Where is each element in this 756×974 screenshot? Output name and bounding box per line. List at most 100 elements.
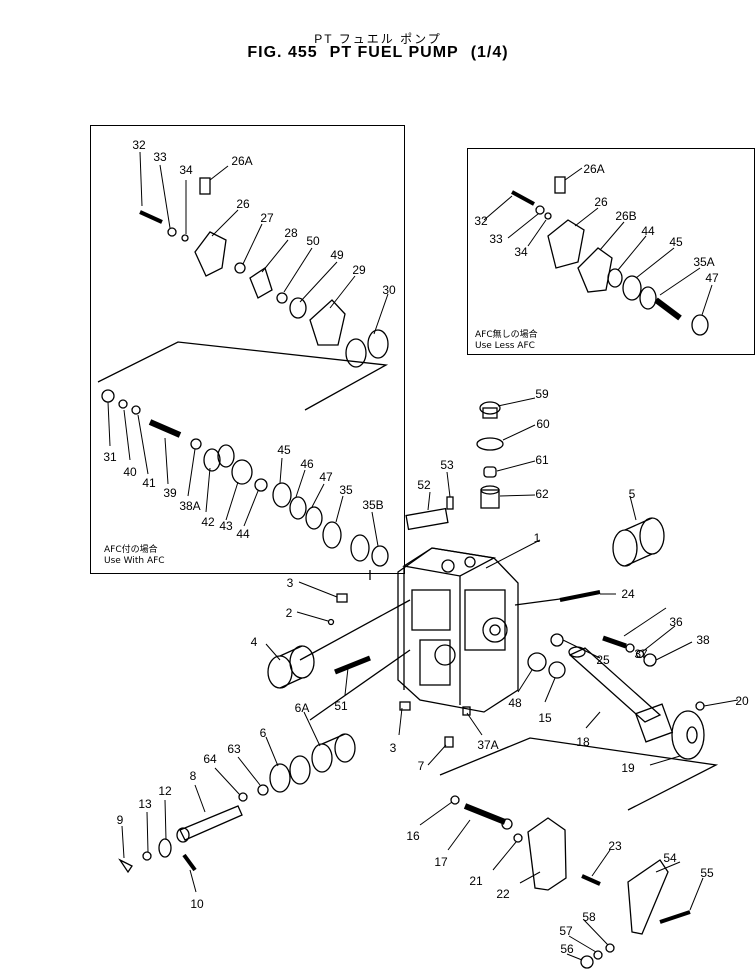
callout-label: 9 — [117, 813, 124, 827]
part-5-sleeve — [612, 517, 665, 567]
callout-label: 62 — [535, 487, 549, 501]
part-19-cam — [671, 710, 705, 760]
part-30-cylinder — [345, 329, 389, 368]
callout-label: 54 — [663, 851, 677, 865]
callout-label: 64 — [203, 752, 217, 766]
part-61-bushing — [483, 466, 497, 478]
part-25-plug — [550, 633, 564, 647]
callout-label: 26A — [583, 162, 604, 176]
callout-label: 24 — [621, 587, 635, 601]
callout-label: 26B — [615, 209, 636, 223]
callout-label: 40 — [123, 465, 137, 479]
part-34-washer — [181, 234, 189, 242]
callout-label: 34 — [514, 245, 528, 259]
callout-label: 20 — [735, 694, 749, 708]
callout-label: 47 — [319, 470, 333, 484]
part-26-cover-less — [547, 219, 585, 269]
callout-label: 37 — [634, 647, 648, 661]
part-42-sleeve — [203, 444, 235, 472]
callout-label: 42 — [201, 515, 215, 529]
part-17-valve — [463, 803, 513, 830]
part-64-ring — [238, 792, 248, 802]
part-59-breather — [479, 401, 501, 419]
part-37A-plug — [462, 706, 471, 716]
part-47-oring — [305, 506, 323, 530]
part-26A-screw-less — [554, 176, 566, 194]
less-afc-note-jp: AFC無しの場合 — [475, 330, 538, 340]
part-29-housing — [309, 299, 346, 346]
callout-label: 26A — [231, 154, 252, 168]
callout-label: 56 — [560, 942, 574, 956]
callout-label: 26 — [236, 197, 250, 211]
part-40-washer — [118, 399, 128, 409]
part-27-nut — [234, 262, 246, 274]
less-afc-note: AFC無しの場合 Use Less AFC — [475, 330, 538, 352]
callout-label: 61 — [535, 453, 549, 467]
callout-label: 13 — [138, 797, 152, 811]
figure-number: FIG. 455 — [247, 44, 318, 61]
callout-label: 7 — [418, 759, 425, 773]
less-afc-variant-box — [467, 148, 755, 355]
callout-label: 12 — [158, 784, 172, 798]
callout-label: 6A — [295, 701, 310, 715]
callout-label: 30 — [382, 283, 396, 297]
callout-label: 34 — [179, 163, 193, 177]
with-afc-note: AFC付の場合 Use With AFC — [104, 545, 165, 567]
callout-label: 58 — [582, 910, 596, 924]
part-9-clip — [118, 858, 133, 874]
callout-label: 3 — [390, 741, 397, 755]
part-52-plate — [405, 507, 449, 531]
callout-label: 38A — [179, 499, 200, 513]
with-afc-note-en: Use With AFC — [104, 556, 165, 566]
callout-label: 15 — [538, 711, 552, 725]
callout-label: 63 — [227, 742, 241, 756]
diagram-title: FIG. 455 PT FUEL PUMP (1/4) — [0, 44, 756, 62]
part-32-bolt-less — [511, 190, 535, 206]
part-32-bolt — [139, 210, 163, 224]
callout-label: 48 — [508, 696, 522, 710]
figure-title: PT FUEL PUMP — [329, 44, 459, 61]
part-21-ball — [513, 833, 523, 843]
callout-label: 8 — [190, 769, 197, 783]
part-18-shaft — [568, 646, 674, 743]
part-51-stud — [334, 655, 371, 675]
callout-label: 59 — [535, 387, 549, 401]
callout-label: 5 — [629, 487, 636, 501]
part-31-nut — [101, 389, 115, 403]
part-34-washer-less — [544, 212, 552, 220]
part-3-plug-upper — [336, 593, 348, 603]
callout-label: 32 — [132, 138, 146, 152]
cover-leader-b — [309, 649, 411, 721]
part-47-oring-less — [691, 314, 709, 336]
part-12-ring — [158, 838, 172, 858]
part-10-pin — [182, 853, 197, 872]
less-afc-note-en: Use Less AFC — [475, 341, 535, 351]
callout-label: 38 — [696, 633, 710, 647]
part-16-oring — [450, 795, 460, 805]
callout-label: 33 — [153, 150, 167, 164]
part-50-ring — [276, 292, 288, 304]
part-57-washer — [593, 950, 603, 960]
callout-label: 43 — [219, 519, 233, 533]
callout-label: 51 — [334, 699, 348, 713]
part-48-snapring — [527, 652, 547, 672]
part-26-cover — [194, 231, 227, 277]
lever-group-bracket — [439, 737, 719, 811]
part-23-screw — [581, 874, 601, 886]
figure-page: (1/4) — [470, 44, 509, 61]
callout-label: 39 — [163, 486, 177, 500]
part-33-washer — [167, 227, 177, 237]
callout-label: 22 — [496, 887, 510, 901]
callout-label: 27 — [260, 211, 274, 225]
callout-label: 46 — [300, 457, 314, 471]
part-8-plunger — [176, 805, 243, 843]
part-36-fitting — [602, 635, 635, 653]
part-6A-sleeve — [311, 733, 356, 773]
callout-label: 26 — [594, 195, 608, 209]
callout-label: 3 — [287, 576, 294, 590]
callout-label: 37A — [477, 738, 498, 752]
part-28-body — [249, 266, 273, 299]
callout-label: 49 — [330, 248, 344, 262]
callout-label: 28 — [284, 226, 298, 240]
callout-label: 50 — [306, 234, 320, 248]
